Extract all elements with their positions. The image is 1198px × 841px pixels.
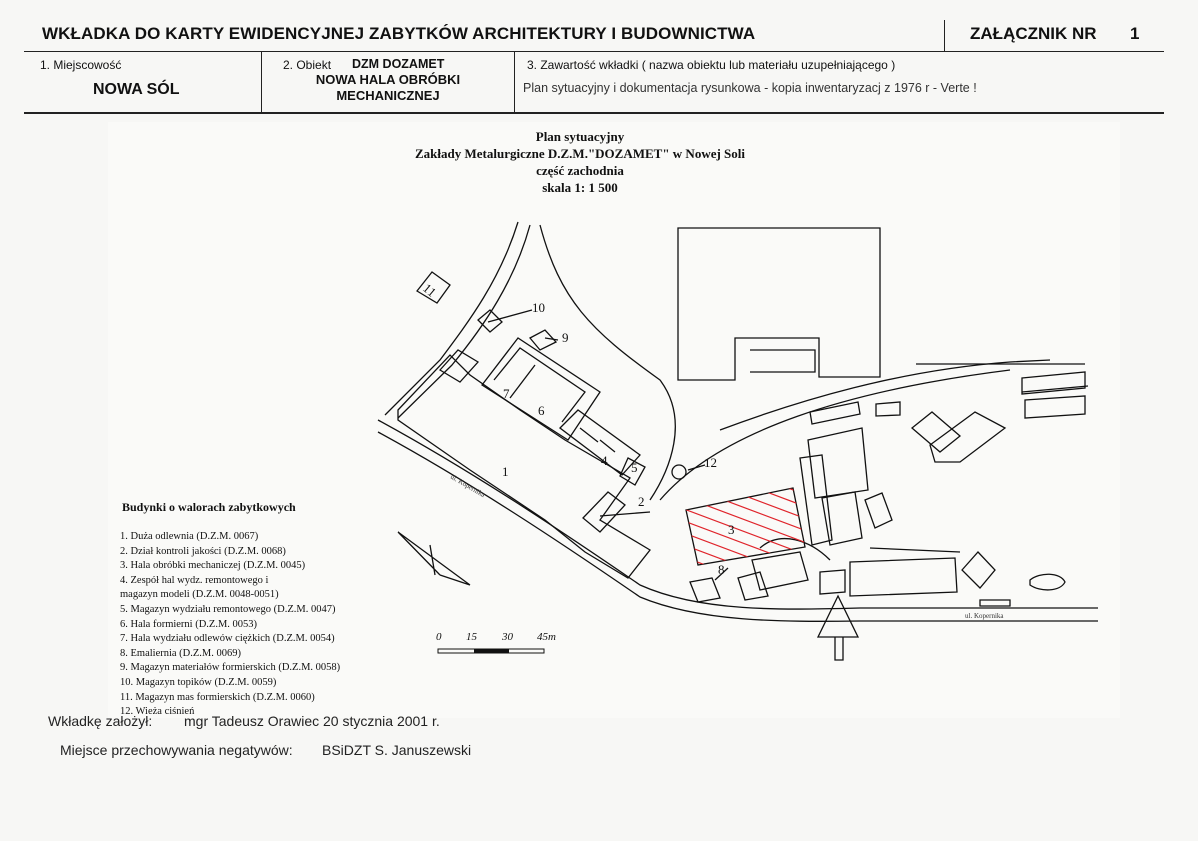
annex-number: 1 xyxy=(1130,24,1140,43)
storage-value: BSiDZT S. Januszewski xyxy=(322,742,472,758)
legend-title: Budynki o walorach zabytkowych xyxy=(122,500,296,514)
street-label-west: ul. Kopernika xyxy=(449,473,487,500)
annex-label: ZAŁĄCZNIK NR xyxy=(970,24,1097,43)
scale-label-0: 0 xyxy=(436,631,442,643)
large-hall xyxy=(677,227,881,381)
plan-subtitle: Zakłady Metalurgiczne D.Z.M."DOZAMET" w … xyxy=(414,146,746,161)
label-building-8: 8 xyxy=(718,562,725,577)
rail-line xyxy=(384,221,519,416)
label-building-6: 6 xyxy=(538,403,545,418)
triangle-mark xyxy=(397,531,471,586)
label-building-12: 12 xyxy=(704,455,717,470)
object-value-line-1: NOWA HALA OBRÓBKI xyxy=(315,72,461,87)
legend-item: 6. Hala formierni (D.Z.M. 0053) xyxy=(120,618,258,630)
building-6-7 xyxy=(481,337,601,441)
label-building-7: 7 xyxy=(503,386,510,401)
rail-line xyxy=(397,224,531,419)
legend-item: 11. Magazyn mas formierskich (D.Z.M. 006… xyxy=(120,691,315,703)
east-building xyxy=(910,411,962,453)
street-edge xyxy=(377,431,1098,622)
object-value-line-2: MECHANICZNEJ xyxy=(336,88,440,103)
building-10 xyxy=(477,309,503,333)
label-building-5: 5 xyxy=(631,460,638,475)
place-label: 1. Miejscowość xyxy=(40,58,122,72)
legend-item: 12. Wieża ciśnień xyxy=(120,706,195,718)
building-5 xyxy=(619,457,646,486)
plan-title: Plan sytuacyjny xyxy=(535,129,625,144)
legend-item: 4. Zespół hal wydz. remontowego i xyxy=(120,574,269,586)
site-plan-area xyxy=(108,122,1120,718)
label-building-10: 10 xyxy=(532,300,545,315)
field-row-rule xyxy=(24,112,1164,114)
founder-value: mgr Tadeusz Orawiec 20 stycznia 2001 r. xyxy=(184,713,440,729)
legend-item: 2. Dział kontroli jakości (D.Z.M. 0068) xyxy=(120,545,286,557)
building-4 xyxy=(559,409,641,476)
legend-item: magazyn modeli (D.Z.M. 0048-0051) xyxy=(120,589,279,601)
content-value: Plan sytuacyjny i dokumentacja rysunkowa… xyxy=(523,81,977,95)
legend-item: 9. Magazyn materiałów formierskich (D.Z.… xyxy=(120,662,341,674)
legend-item: 10. Magazyn topików (D.Z.M. 0059) xyxy=(120,676,277,688)
legend-item: 1. Duża odlewnia (D.Z.M. 0067) xyxy=(120,531,259,542)
scale-label-15: 15 xyxy=(466,631,478,643)
street-edge xyxy=(377,419,1098,610)
entrance-arrow xyxy=(816,594,860,638)
legend-item: 7. Hala wydziału odlewów ciężkich (D.Z.M… xyxy=(120,633,335,645)
rail-line xyxy=(719,359,1051,431)
center-building xyxy=(807,427,869,499)
place-value: NOWA SÓL xyxy=(93,81,180,98)
street-label-east: ul. Kopernika xyxy=(965,612,1004,620)
rail-line xyxy=(539,224,676,501)
south-building xyxy=(849,557,958,597)
rail-line xyxy=(659,369,1011,501)
header-rule xyxy=(24,51,1164,52)
legend-item: 5. Magazyn wydziału remontowego (D.Z.M. … xyxy=(120,603,336,615)
content-label: 3. Zawartość wkładki ( nazwa obiektu lub… xyxy=(527,58,896,72)
plan-part: część zachodnia xyxy=(536,163,624,178)
building-1 xyxy=(397,354,651,579)
object-label: 2. Obiekt xyxy=(283,58,332,72)
building-11 xyxy=(416,271,451,304)
building-2 xyxy=(582,491,626,533)
scale-label-30: 30 xyxy=(501,631,514,643)
building-3 xyxy=(685,487,806,566)
label-building-9: 9 xyxy=(562,330,569,345)
building-8 xyxy=(689,577,721,603)
field-divider-2 xyxy=(514,52,515,112)
label-building-2: 2 xyxy=(638,494,645,509)
legend-item: 3. Hala obróbki mechaniczej (D.Z.M. 0045… xyxy=(120,560,306,572)
plan-scale: skala 1: 1 500 xyxy=(542,180,618,195)
legend-item: 8. Emaliernia (D.Z.M. 0069) xyxy=(120,647,242,659)
water-tower-12 xyxy=(671,464,687,480)
header-divider xyxy=(944,20,945,52)
building-9 xyxy=(528,329,558,351)
legend-list: 1. Duża odlewnia (D.Z.M. 0067) 2. Dział … xyxy=(120,530,340,720)
storage-label: Miejsce przechowywania negatywów: xyxy=(60,742,293,758)
label-building-3: 3 xyxy=(728,522,735,537)
card-title: WKŁADKA DO KARTY EWIDENCYJNEJ ZABYTKÓW A… xyxy=(42,24,756,43)
label-building-1: 1 xyxy=(502,464,509,479)
founder-label: Wkładkę założył: xyxy=(48,713,153,729)
label-building-4: 4 xyxy=(601,453,608,468)
field-divider-1 xyxy=(261,52,262,112)
object-name: DZM DOZAMET xyxy=(352,57,445,71)
scale-label-45: 45m xyxy=(537,631,556,643)
